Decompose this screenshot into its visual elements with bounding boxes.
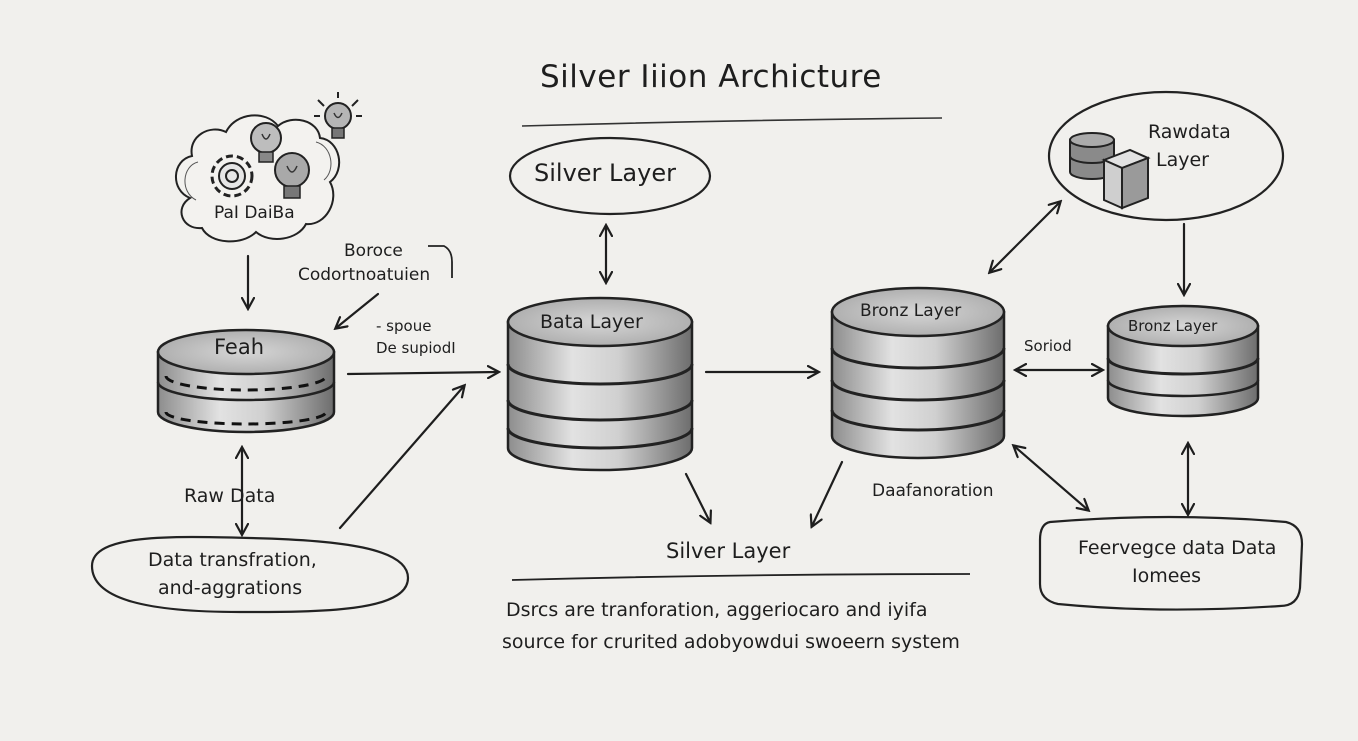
cube-icon <box>1101 148 1151 210</box>
annotation-boroce: Boroce <box>344 241 403 261</box>
footer-line2: source for crurited adobyowdui swoeern s… <box>502 631 960 653</box>
annotation-codortnoatuien: Codortnoatuien <box>298 265 431 285</box>
feervegce-line1: Feervegce data Data <box>1078 537 1277 559</box>
feervegce-line2: Iomees <box>1132 565 1202 587</box>
rawdata-line2: Layer <box>1156 149 1209 171</box>
data-transform-line1: Data transfration, <box>148 549 317 571</box>
annotation-soriod: Soriod <box>1024 337 1072 355</box>
annotation-de-supiodi: De supiodI <box>376 339 456 357</box>
raw-data-label: Raw Data <box>184 485 276 507</box>
data-transformation-oval <box>90 535 410 614</box>
feervegce-box <box>1038 515 1304 611</box>
bronz-layer-right-label: Bronz Layer <box>1128 317 1218 335</box>
arrow-bronz-to-feervegce <box>1014 446 1088 510</box>
bronz-layer-center-database <box>830 286 1006 460</box>
lightbulb-icon <box>274 152 310 199</box>
arrow-annotation-to-feah <box>336 292 380 328</box>
bronz-layer-right-database <box>1106 304 1260 418</box>
arrow-bronz-to-silver-bottom <box>812 460 844 526</box>
title-underline <box>521 117 943 127</box>
lightbulb-icon <box>314 92 362 139</box>
arrow-feah-to-bata <box>346 372 498 374</box>
rawdata-line1: Rawdata <box>1148 121 1231 143</box>
boroce-bracket <box>428 245 453 278</box>
footer-underline <box>511 573 971 581</box>
footer-line1: Dsrcs are tranforation, aggeriocaro and … <box>506 599 928 621</box>
feah-database <box>156 328 336 434</box>
feah-label: Feah <box>214 335 265 359</box>
arrow-bronz-rawdata-bidirectional <box>990 202 1060 272</box>
rawdata-layer-oval <box>1047 90 1285 222</box>
annotation-daafanoration: Daafanoration <box>872 481 994 501</box>
data-transform-line2: and-aggrations <box>158 577 303 599</box>
gear-icon <box>210 154 254 198</box>
silver-layer-bottom-label: Silver Layer <box>666 539 791 563</box>
arrow-bata-to-silver-bottom <box>684 472 710 522</box>
silver-layer-top-oval <box>508 136 712 216</box>
bata-layer-label: Bata Layer <box>540 311 643 333</box>
bata-layer-database <box>506 296 694 472</box>
bronz-layer-center-label: Bronz Layer <box>860 301 962 321</box>
idea-cloud-label: PaI DaiBa <box>214 203 295 223</box>
lightbulb-icon <box>250 122 282 163</box>
silver-layer-top-label: Silver Layer <box>534 159 676 187</box>
annotation-spoue: - spoue <box>376 317 432 335</box>
arrow-transform-to-bata <box>338 386 464 530</box>
idea-cloud <box>175 114 340 243</box>
diagram-title: Silver Iiion Archicture <box>540 59 882 95</box>
